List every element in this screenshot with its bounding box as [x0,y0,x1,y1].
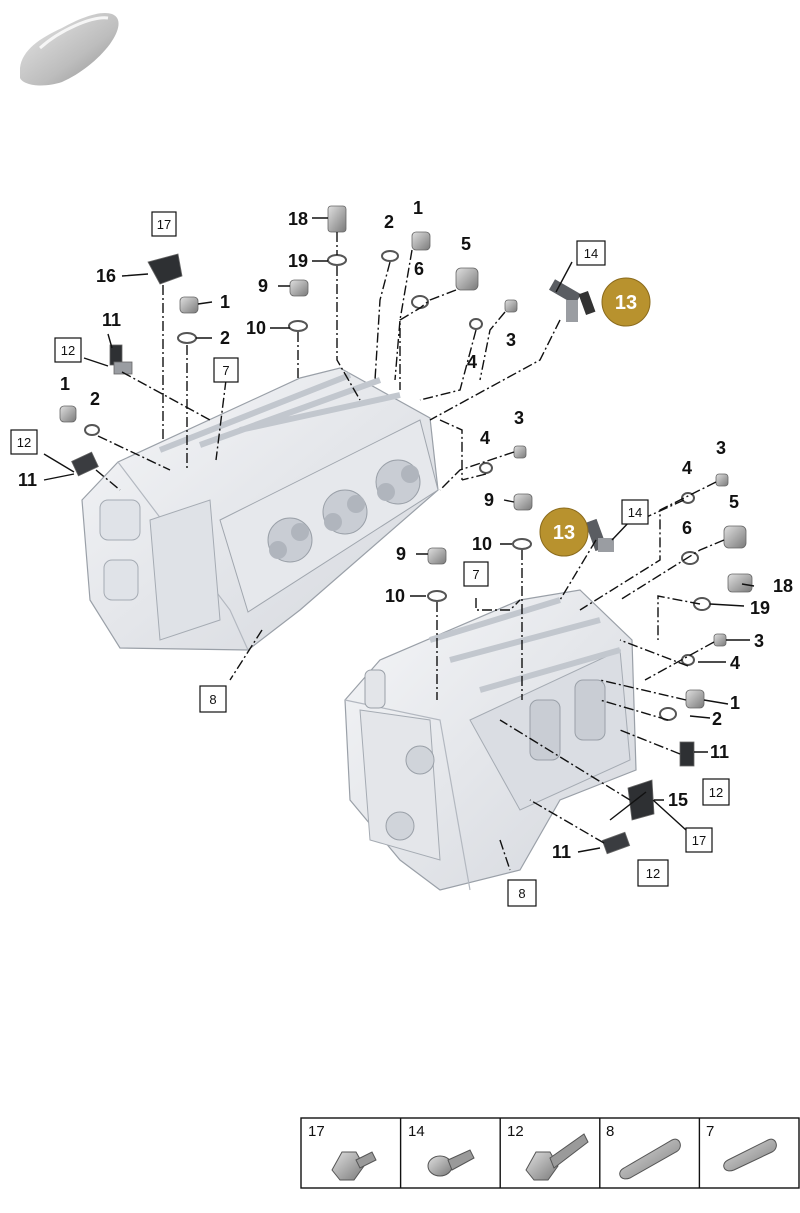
callout-3-top: 3 [506,330,516,350]
callout-3-right: 3 [716,438,726,458]
cylinder-head-left [81,367,439,651]
box-17-top: 17 [157,217,171,232]
callout-10-mid: 10 [472,534,492,554]
callout-2-right: 2 [712,709,722,729]
callout-6-top: 6 [414,259,424,279]
leader-lines [43,232,725,871]
legend-cell-8: 8 [606,1123,614,1140]
callout-4-mid: 4 [480,428,490,448]
callout-10-low: 10 [385,586,405,606]
legend-cell-17: 17 [308,1123,325,1140]
callout-15: 15 [668,790,688,810]
callout-2-left: 2 [90,389,100,409]
sensor-13-top [549,279,596,322]
box-8-lower: 8 [518,886,525,901]
callout-1-right: 1 [730,693,740,713]
callout-19-right: 19 [750,598,770,618]
callout-18-top: 18 [288,209,308,229]
box-17-right: 17 [692,833,706,848]
callout-10-upper: 10 [246,318,266,338]
callout-18-right: 18 [773,576,793,596]
callout-1-left: 1 [60,374,70,394]
callout-4-top: 4 [467,352,477,372]
callout-4-right-low: 4 [730,653,740,673]
legend-cell-14: 14 [408,1123,425,1140]
callout-9-low: 9 [396,544,406,564]
bolt-legend-table: 17 14 12 8 7 [300,1117,800,1189]
callout-2-top: 2 [384,212,394,232]
box-14-top: 14 [584,246,598,261]
box-12-right: 12 [709,785,723,800]
callout-11-left: 11 [18,470,37,490]
box-12-left: 12 [17,435,31,450]
box-12-upper: 12 [61,343,75,358]
callout-5-right: 5 [729,492,739,512]
pan-head-bolt-icon [427,1149,475,1177]
callout-2-upper: 2 [220,328,230,348]
legend-cell-7: 7 [706,1123,714,1140]
dowel-pin-short-icon [723,1138,777,1172]
callout-9-mid: 9 [484,490,494,510]
callout-11-bottom: 11 [552,842,571,862]
legend-cell-12: 12 [507,1123,524,1140]
callout-11-upper: 11 [102,310,121,330]
svg-text:13: 13 [615,292,637,314]
callout-9-upper: 9 [258,276,268,296]
flange-bolt-short-icon [331,1151,377,1181]
cylinder-head-right [344,589,637,891]
callout-11-right: 11 [710,742,729,762]
box-8-upper: 8 [209,692,216,707]
callout-1-upper: 1 [220,292,230,312]
box-14-mid: 14 [628,505,642,520]
svg-text:13: 13 [553,522,575,544]
callout-3-right-low: 3 [754,631,764,651]
badge-13-top: 13 [601,277,651,327]
dowel-pin-long-icon [619,1138,681,1180]
callout-19-top: 19 [288,251,308,271]
callout-1-top: 1 [413,198,423,218]
boxed-label-texts: 17 12 7 12 14 8 14 7 12 17 12 8 [17,217,723,901]
callout-16: 16 [96,266,116,286]
callout-6-right: 6 [682,518,692,538]
sensor-13-mid [585,518,614,552]
box-7-lower: 7 [472,567,479,582]
callout-5-top: 5 [461,234,471,254]
flange-bolt-long-icon [525,1133,589,1181]
small-parts [59,205,753,855]
box-12-bottom: 12 [646,866,660,881]
boxed-labels [10,211,730,907]
box-7-upper: 7 [222,363,229,378]
callout-numbers: 18 19 2 1 5 6 4 3 16 9 10 1 2 11 1 2 11 … [18,198,793,862]
callout-3-mid: 3 [514,408,524,428]
badge-13-mid: 13 [539,507,589,557]
callout-4-right: 4 [682,458,692,478]
car-silhouette-icon [20,12,119,86]
